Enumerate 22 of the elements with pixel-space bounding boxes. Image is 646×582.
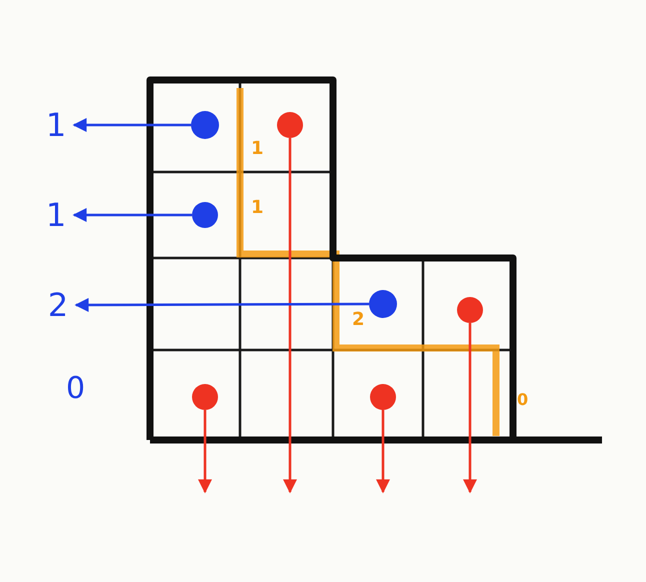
row-count-number: 1 bbox=[38, 195, 74, 235]
arrow bbox=[74, 298, 369, 312]
dot bbox=[370, 384, 396, 410]
arrow bbox=[283, 138, 297, 494]
boundary-step-number: 2 bbox=[352, 311, 365, 329]
dot bbox=[369, 290, 397, 318]
boundary-step-number: 0 bbox=[517, 392, 528, 408]
arrow bbox=[72, 118, 191, 132]
boundary-step-number: 1 bbox=[251, 140, 264, 158]
dot bbox=[457, 297, 483, 323]
row-count-number: 1 bbox=[38, 105, 74, 145]
arrow bbox=[463, 323, 477, 494]
dot bbox=[192, 202, 218, 228]
boundary-step-number: 1 bbox=[251, 199, 264, 217]
arrow bbox=[198, 410, 212, 494]
dot bbox=[192, 384, 218, 410]
dot bbox=[191, 111, 219, 139]
arrow bbox=[72, 208, 192, 222]
arrow bbox=[376, 410, 390, 494]
row-count-number: 0 bbox=[66, 374, 86, 404]
row-count-number: 2 bbox=[40, 285, 76, 325]
dot bbox=[277, 112, 303, 138]
